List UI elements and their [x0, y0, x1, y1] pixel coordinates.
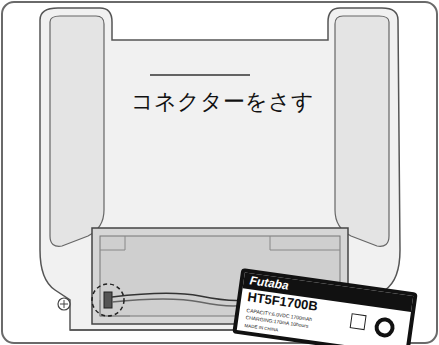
recycle-mark: [350, 314, 366, 330]
callout-label: コネクターをさす: [131, 87, 314, 117]
battery-compartment: [92, 228, 348, 324]
right-grip: [335, 16, 389, 246]
origin-text: MADE IN CHINA: [244, 324, 278, 334]
battery-icons: [342, 305, 407, 345]
connector-highlight: [92, 284, 124, 316]
connector: [104, 292, 112, 308]
wire: [112, 299, 245, 306]
rule-line: [150, 74, 250, 76]
ring-mark: [376, 318, 394, 336]
left-grip: [50, 16, 104, 246]
screw-slot: [60, 300, 68, 308]
screw: [58, 298, 70, 310]
frame: [2, 2, 437, 343]
